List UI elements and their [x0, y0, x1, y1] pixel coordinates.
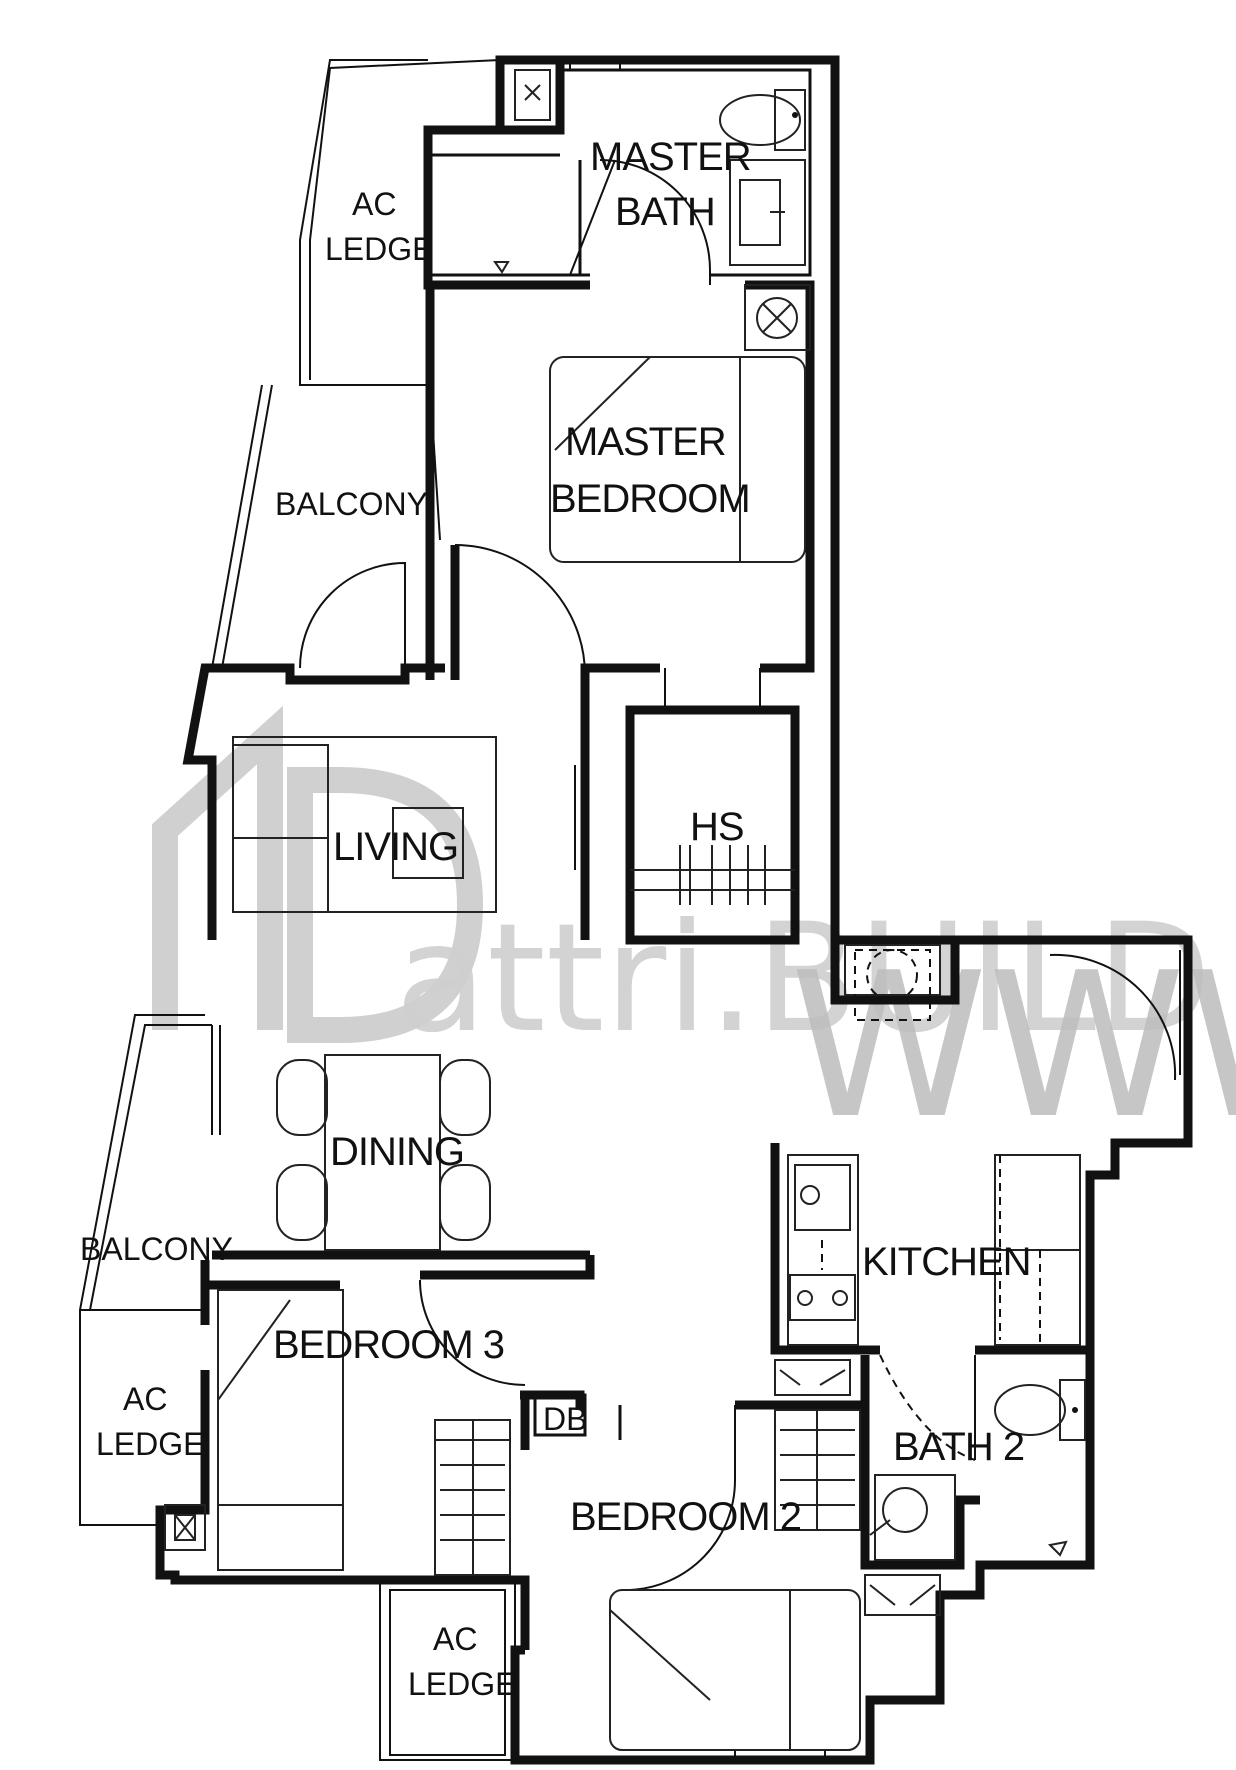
label-master-bath-1: MASTER — [590, 135, 751, 179]
shaft-bath2 — [864, 1574, 941, 1616]
label-master-bedroom-2: BEDROOM — [550, 477, 750, 521]
bedroom2-wardrobe — [774, 1409, 861, 1531]
label-db: DB — [543, 1401, 587, 1437]
label-ac-ledge-top-2: LEDGE — [325, 231, 433, 267]
hs-shelves — [630, 845, 795, 905]
watermark: attri.BUILD WWW. — [152, 705, 1236, 1163]
label-master-bath-2: BATH — [615, 190, 715, 234]
label-master-bedroom-1: MASTER — [565, 420, 726, 464]
label-balcony-top: BALCONY — [275, 486, 428, 522]
furniture — [164, 69, 1086, 1751]
label-dining: DINING — [330, 1130, 464, 1174]
shaft-kitchen — [774, 1359, 851, 1396]
watermark-url: WWW. — [790, 930, 1236, 1163]
label-balcony-left: BALCONY — [80, 1231, 233, 1267]
dining-set — [276, 1054, 491, 1251]
bedroom3-bed — [217, 1289, 344, 1571]
bedroom3-wardrobe — [434, 1419, 511, 1576]
label-kitchen: KITCHEN — [862, 1240, 1031, 1284]
watermark-brand: attri.BUILD — [395, 892, 1212, 1066]
label-hs: HS — [690, 805, 744, 849]
label-ac-ledge-left-1: AC — [123, 1381, 167, 1417]
label-ac-ledge-top-1: AC — [352, 186, 396, 222]
db-box — [533, 1393, 587, 1437]
master-basin — [729, 159, 806, 266]
bath2-basin — [869, 1474, 956, 1561]
watermark-logo-d — [287, 767, 484, 1043]
shaft-top — [514, 69, 551, 121]
kitchen-counter — [787, 1154, 1081, 1346]
shaft-master — [744, 284, 811, 351]
label-bedroom-3: BEDROOM 3 — [273, 1323, 504, 1367]
room-labels: MASTER BATH AC LEDGE MASTER BEDROOM BALC… — [80, 135, 1032, 1702]
watermark-logo-house — [152, 705, 283, 1030]
master-bed — [549, 356, 806, 563]
label-ac-ledge-bottom-1: AC — [433, 1621, 477, 1657]
sofa — [232, 736, 497, 913]
bedroom2-bed — [609, 1589, 861, 1751]
bath2-toilet — [994, 1379, 1086, 1441]
label-ac-ledge-left-2: LEDGE — [96, 1426, 204, 1462]
ledge-borders — [79, 59, 516, 1761]
label-living: LIVING — [333, 825, 458, 869]
washer — [844, 944, 941, 1021]
label-bedroom-2: BEDROOM 2 — [570, 1495, 801, 1539]
coffee-table — [392, 807, 464, 879]
label-ac-ledge-bottom-2: LEDGE — [408, 1666, 516, 1702]
doors — [299, 159, 1181, 1591]
label-bath-2: BATH 2 — [893, 1425, 1024, 1469]
master-toilet — [719, 89, 806, 151]
shaft-lower-left — [164, 1504, 206, 1551]
exterior-walls — [155, 55, 1193, 1765]
